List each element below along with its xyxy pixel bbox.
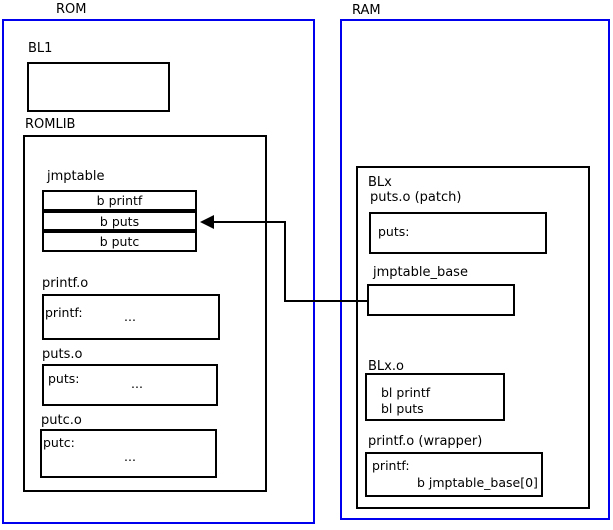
putc-o-box: putc: ... — [40, 429, 217, 478]
bl1-label: BL1 — [28, 41, 53, 56]
ram-container: BLx puts.o (patch) puts: jmptable_base B… — [340, 19, 610, 520]
romlib-label: ROMLIB — [25, 117, 76, 132]
printf-wrapper-label: printf.o (wrapper) — [368, 434, 483, 449]
jmptable-entry-printf: b printf — [42, 190, 197, 211]
putc-o-label: putc.o — [41, 413, 82, 428]
rom-container: BL1 ROMLIB jmptable b printf b puts b pu… — [2, 19, 315, 524]
puts-patch-symbol: puts: — [378, 224, 410, 239]
blx-o-line1: bl printf — [381, 385, 431, 400]
jmptable-label: jmptable — [47, 169, 105, 184]
puts-body-ellipsis: ... — [131, 376, 143, 391]
jmptable-entry-puts: b puts — [42, 211, 197, 231]
rom-label: ROM — [56, 2, 87, 17]
jmptable-entry-putc: b putc — [42, 231, 197, 252]
printf-o-label: printf.o — [42, 276, 89, 291]
blx-label: BLx — [368, 175, 392, 190]
ram-label: RAM — [352, 3, 381, 18]
blx-o-line2: bl puts — [381, 401, 424, 416]
bl1-box — [27, 62, 170, 112]
jmptable-base-label: jmptable_base — [373, 265, 468, 280]
blx-o-label: BLx.o — [368, 359, 404, 374]
printf-body-ellipsis: ... — [124, 309, 136, 324]
puts-o-label: puts.o — [42, 347, 83, 362]
printf-wrapper-symbol: printf: — [372, 458, 410, 473]
puts-patch-box: puts: — [369, 212, 547, 254]
romlib-box: jmptable b printf b puts b putc printf.o… — [23, 135, 267, 492]
printf-symbol: printf: — [45, 305, 83, 320]
printf-o-box: printf: ... — [42, 294, 220, 340]
printf-wrapper-body: b jmptable_base[0] — [417, 475, 538, 490]
putc-body-ellipsis: ... — [124, 449, 136, 464]
puts-o-box: puts: ... — [42, 364, 218, 406]
puts-patch-label: puts.o (patch) — [370, 190, 462, 205]
jmptable-base-box — [367, 284, 515, 316]
puts-symbol: puts: — [48, 371, 80, 386]
printf-wrapper-box: printf: b jmptable_base[0] — [365, 452, 543, 497]
blx-box: BLx puts.o (patch) puts: jmptable_base B… — [356, 166, 590, 509]
blx-o-box: bl printf bl puts — [365, 373, 505, 421]
putc-symbol: putc: — [43, 435, 75, 450]
